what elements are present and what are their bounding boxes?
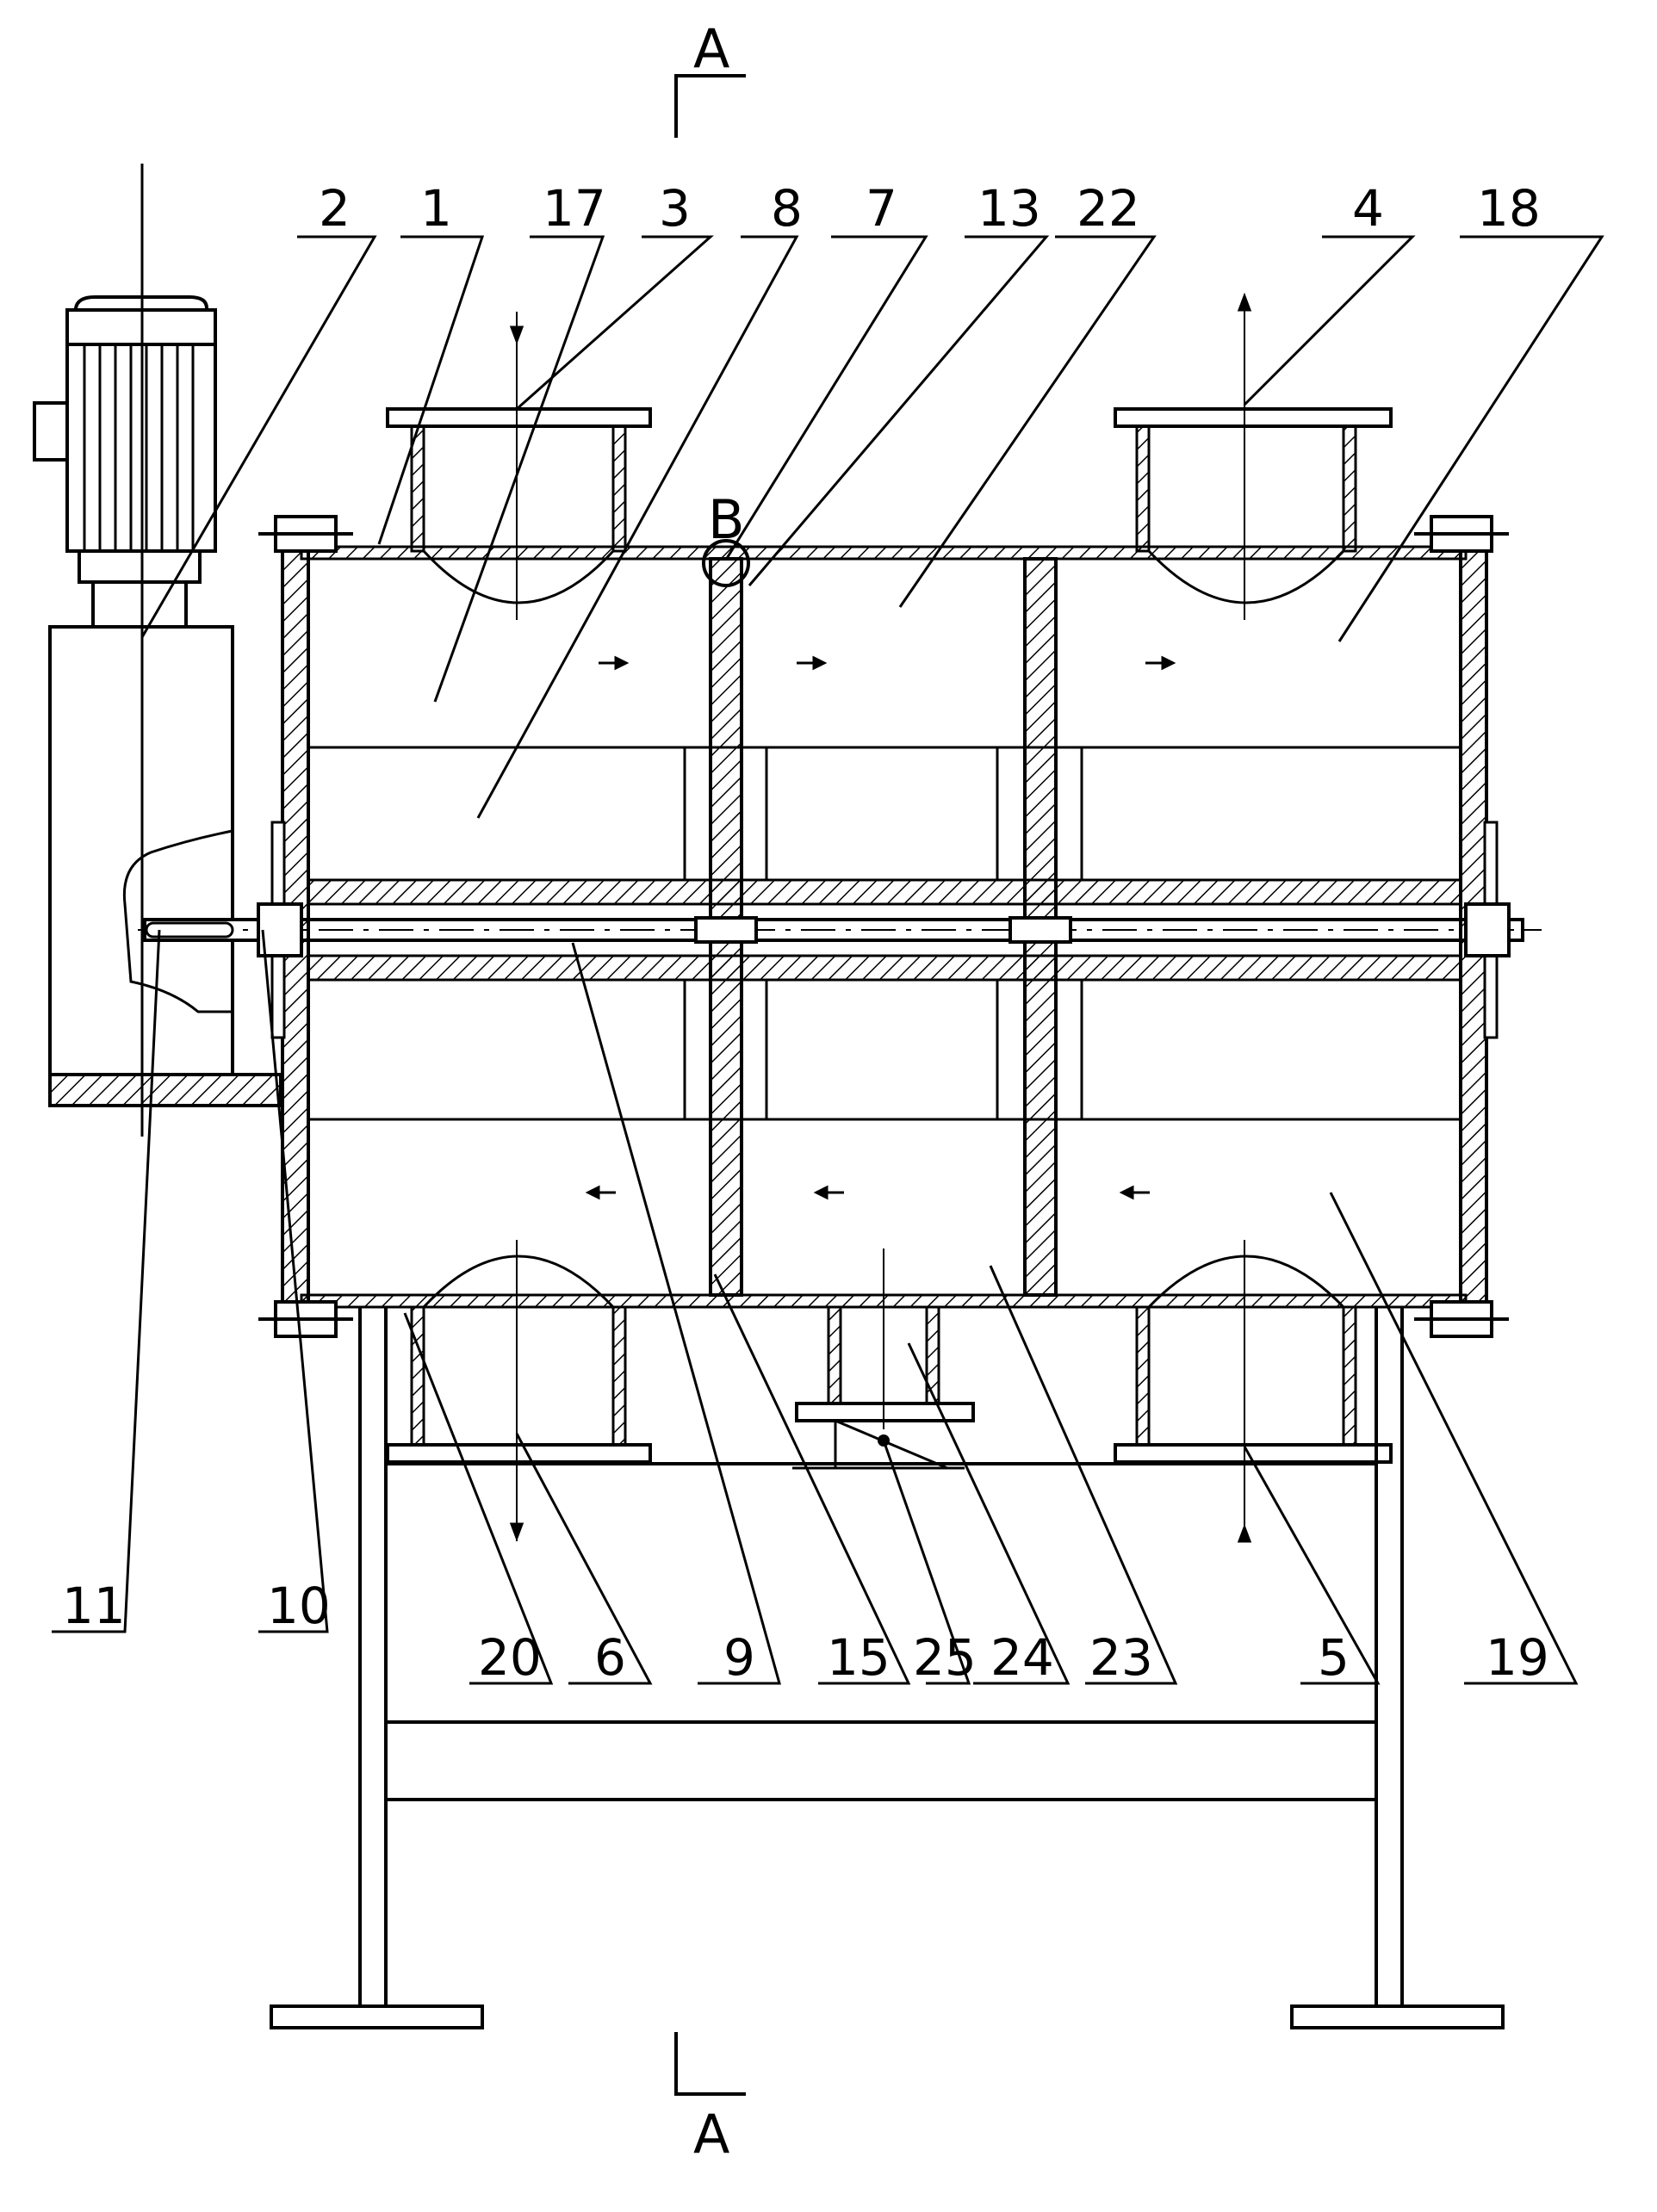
part-label: 18 [1477, 179, 1541, 238]
part-label: 6 [594, 1628, 626, 1687]
section-label-top: A [693, 17, 729, 80]
part-label: 23 [1089, 1628, 1153, 1687]
part-label: 20 [478, 1628, 542, 1687]
part-label: 3 [659, 179, 691, 238]
part-label: 8 [771, 179, 803, 238]
part-label: 1 [420, 179, 452, 238]
section-label-bottom: A [693, 2103, 729, 2166]
part-label: 11 [62, 1577, 126, 1635]
part-label: 15 [827, 1628, 891, 1687]
part-labels-bottom: 11 10 20 6 9 15 25 24 23 5 19 [62, 1577, 1549, 1687]
outlet-nozzle-bottom-left [386, 1240, 652, 1541]
support-stand [270, 1307, 1505, 2029]
drive-shaft [138, 918, 1542, 942]
flange-bolts [257, 515, 1511, 1338]
outlet-nozzle-top-right [1114, 301, 1393, 620]
part-label: 9 [723, 1628, 755, 1687]
part-label: 2 [319, 179, 351, 238]
flow-arrows [509, 292, 1252, 1543]
motor [33, 295, 217, 629]
part-label: 7 [866, 179, 897, 238]
detail-label-b: B [708, 488, 745, 551]
inlet-nozzle-bottom-right [1114, 1240, 1393, 1541]
part-labels-top: 2 1 17 3 8 7 13 22 4 18 [319, 179, 1541, 238]
inlet-nozzle-top-left [386, 312, 652, 620]
section-mark-bottom: A [674, 2032, 746, 2166]
part-label: 22 [1077, 179, 1140, 238]
part-label: 24 [990, 1628, 1054, 1687]
gearbox [48, 164, 282, 1137]
part-label: 4 [1352, 179, 1384, 238]
part-label: 25 [913, 1628, 977, 1687]
section-mark-top: A [674, 17, 746, 138]
drain-nozzle-bottom-center [792, 1249, 975, 1470]
vessel: B [270, 488, 1499, 1323]
part-label: 17 [543, 179, 606, 238]
part-label: 5 [1318, 1628, 1350, 1687]
leader-lines [52, 235, 1604, 1685]
part-label: 19 [1486, 1628, 1549, 1687]
part-label: 13 [977, 179, 1041, 238]
part-label: 10 [267, 1577, 331, 1635]
